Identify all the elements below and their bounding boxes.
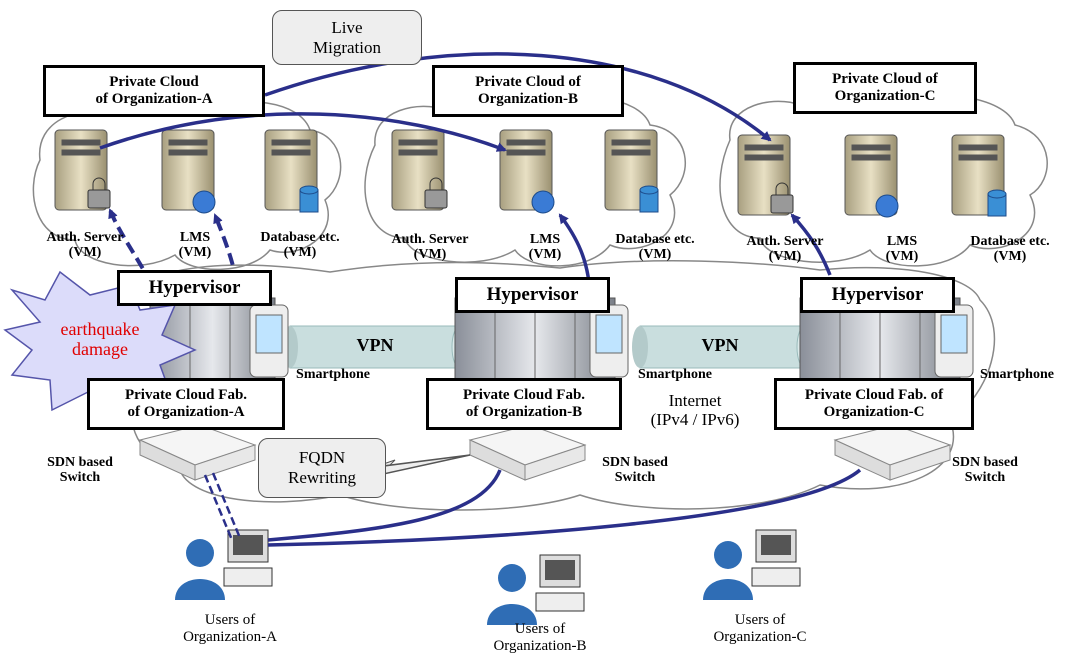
- cloud-title-org-b: Private Cloud of Organization-B: [432, 65, 624, 117]
- user-icon: [703, 529, 801, 600]
- dashed-user-switch-a: [211, 472, 242, 539]
- user-icon: [175, 529, 273, 600]
- server-icon: [499, 129, 553, 211]
- users-label: Users of Organization-C: [713, 612, 807, 645]
- live-migration-arrow: [264, 52, 772, 142]
- user-to-switch-b: [267, 469, 502, 542]
- cloud-title-org-a: Private Cloud of Organization-A: [43, 65, 265, 117]
- vm-label: Database etc. (VM): [260, 230, 340, 261]
- vm-label: Auth. Server (VM): [46, 230, 124, 261]
- vpn-label: VPN: [356, 335, 394, 355]
- lock-icon: [424, 177, 448, 209]
- switch-label: SDN based Switch: [602, 455, 668, 486]
- fqdn-rewriting-callout: FQDN Rewriting: [258, 438, 386, 498]
- user-icon: [487, 554, 585, 625]
- vm-label: LMS (VM): [885, 234, 919, 265]
- lock-icon: [770, 182, 794, 214]
- user-to-switch-c: [267, 468, 862, 547]
- database-icon: [639, 185, 659, 213]
- database-icon: [987, 189, 1007, 217]
- fabric-org-b: Private Cloud Fab. of Organization-B: [426, 378, 622, 430]
- smartphone-label: Smartphone: [980, 367, 1054, 382]
- smartphone-icon: [589, 304, 629, 378]
- vm-label: LMS (VM): [528, 232, 562, 263]
- globe-icon: [192, 190, 216, 214]
- vpn-label: VPN: [701, 335, 739, 355]
- users-label: Users of Organization-A: [183, 612, 277, 645]
- globe-icon: [875, 194, 899, 218]
- vm-label: Auth. Server (VM): [391, 232, 469, 263]
- users-label: Users of Organization-B: [493, 621, 587, 654]
- globe-icon: [531, 190, 555, 214]
- live-migration-callout: Live Migration: [272, 10, 422, 65]
- smartphone-label: Smartphone: [296, 367, 370, 382]
- smartphone-label: Smartphone: [638, 367, 712, 382]
- switch-icon: [138, 424, 952, 481]
- earthquake-label: earthquake damage: [60, 319, 140, 359]
- dashed-auth-a: [108, 208, 162, 301]
- switch-label: SDN based Switch: [47, 455, 113, 486]
- lock-icon: [87, 177, 111, 209]
- phone-to-auth-c: [790, 213, 832, 276]
- lms-migration-arrow: [99, 112, 507, 152]
- internet-label: Internet (IPv4 / IPv6): [650, 391, 740, 429]
- smartphone-icon: [934, 304, 974, 378]
- fabric-org-c: Private Cloud Fab. of Organization-C: [774, 378, 974, 430]
- vm-label: Database etc. (VM): [615, 232, 695, 263]
- hypervisor-org-c: Hypervisor: [800, 277, 955, 313]
- fabric-org-a: Private Cloud Fab. of Organization-A: [87, 378, 285, 430]
- server-icon: [161, 129, 215, 211]
- vm-label: LMS (VM): [178, 230, 212, 261]
- hypervisor-org-a: Hypervisor: [117, 270, 272, 306]
- vm-label: Auth. Server (VM): [746, 234, 824, 265]
- smartphone-icon: [249, 304, 289, 378]
- switch-label: SDN based Switch: [952, 455, 1018, 486]
- cloud-title-org-c: Private Cloud of Organization-C: [793, 62, 977, 114]
- hypervisor-org-b: Hypervisor: [455, 277, 610, 313]
- database-icon: [299, 185, 319, 213]
- vm-label: Database etc. (VM): [970, 234, 1050, 265]
